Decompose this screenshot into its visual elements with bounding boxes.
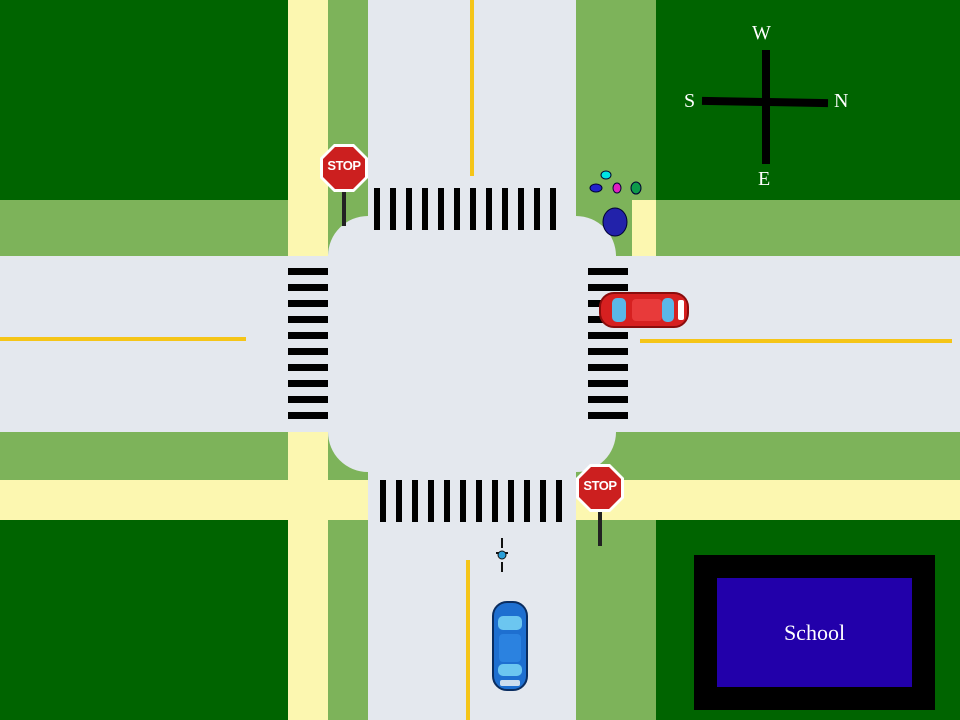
stop-sign-top-left[interactable]: STOP	[318, 142, 370, 226]
school-label: School	[783, 619, 846, 645]
sidewalk-bottom-left-horizontal	[0, 480, 368, 520]
stop-sign-label: STOP	[583, 478, 617, 493]
corner-bottom-right	[536, 392, 616, 472]
school-roof: School	[717, 578, 912, 687]
crosswalk-bottom	[380, 480, 562, 522]
sidewalk-left-vertical-bottom	[288, 432, 328, 720]
bicycle-icon[interactable]	[492, 538, 512, 574]
stop-sign-bottom-right[interactable]: STOP	[574, 462, 626, 546]
center-line-east	[640, 339, 952, 343]
red-car-icon[interactable]	[598, 290, 690, 330]
school-building[interactable]: School	[694, 555, 935, 710]
sidewalk-left-vertical-top	[288, 0, 328, 256]
compass-label-top: W	[752, 22, 771, 44]
crosswalk-left	[288, 268, 328, 419]
blue-car-icon[interactable]	[490, 600, 530, 692]
center-line-west	[0, 337, 246, 341]
corner-bottom-left	[328, 392, 408, 472]
crosswalk-top	[374, 188, 556, 230]
center-line-north	[470, 0, 474, 176]
compass: W S N E	[676, 18, 856, 194]
sidewalk-bottom-right-horizontal	[576, 480, 960, 520]
road-horizontal	[0, 256, 960, 432]
stop-sign-icon	[320, 144, 368, 226]
compass-cross-icon	[701, 50, 829, 164]
sidewalk-right-patch	[632, 200, 656, 256]
corner-top-right	[536, 216, 616, 296]
compass-label-left: S	[684, 90, 696, 112]
stop-sign-icon	[576, 464, 624, 546]
compass-label-right: N	[834, 90, 849, 112]
compass-label-bottom: E	[758, 168, 771, 190]
pedestrian-group-icon[interactable]	[586, 168, 646, 240]
stop-sign-label: STOP	[327, 158, 361, 173]
center-line-south	[466, 560, 470, 720]
